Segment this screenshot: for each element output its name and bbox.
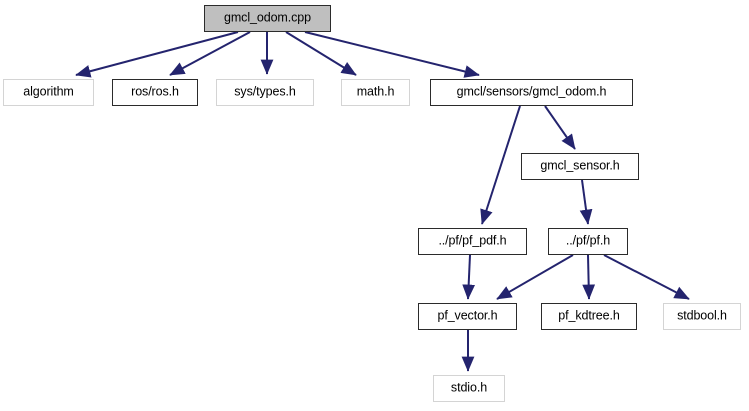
graph-node-sys-types-h[interactable]: sys/types.h (216, 79, 314, 106)
graph-node-label: ../pf/pf.h (565, 233, 611, 248)
graph-node-algorithm[interactable]: algorithm (3, 79, 94, 106)
graph-node-label: gmcl_sensor.h (540, 158, 620, 173)
graph-edge-gmcl-odom-cpp-to-math-h (285, 31, 357, 76)
graph-edge-pf-pdf-h-to-pf-vector-h (462, 254, 476, 300)
graph-edge-pf-h-to-stdbool-h (603, 254, 690, 300)
graph-node-label: sys/types.h (234, 84, 296, 99)
graph-node-stdbool-h[interactable]: stdbool.h (663, 303, 741, 330)
graph-edge-gmcl-sensors-odom-h-to-pf-pdf-h (480, 105, 521, 225)
graph-edge-pf-h-to-pf-vector-h (496, 254, 574, 300)
graph-edge-pf-h-to-pf-kdtree-h (582, 254, 596, 300)
graph-node-pf-kdtree-h[interactable]: pf_kdtree.h (541, 303, 637, 330)
graph-edge-gmcl-sensors-odom-h-to-gmcl-sensor-h (544, 105, 576, 150)
graph-edge-gmcl-odom-cpp-to-algorithm (75, 31, 239, 78)
graph-node-label: gmcl/sensors/gmcl_odom.h (456, 84, 607, 99)
graph-node-gmcl-sensors-odom-h[interactable]: gmcl/sensors/gmcl_odom.h (430, 79, 633, 106)
graph-edge-gmcl-sensor-h-to-pf-h (579, 179, 593, 225)
graph-node-gmcl-sensor-h[interactable]: gmcl_sensor.h (521, 153, 639, 180)
graph-node-pf-pdf-h[interactable]: ../pf/pf_pdf.h (418, 228, 527, 255)
graph-edge-gmcl-odom-cpp-to-gmcl-sensors-odom-h (304, 31, 480, 78)
graph-node-label: stdio.h (450, 380, 488, 395)
graph-node-label: math.h (356, 84, 395, 99)
graph-node-gmcl-odom-cpp[interactable]: gmcl_odom.cpp (204, 5, 331, 32)
graph-node-math-h[interactable]: math.h (341, 79, 410, 106)
graph-edge-gmcl-odom-cpp-to-ros-ros-h (169, 31, 251, 76)
graph-node-stdio-h[interactable]: stdio.h (433, 375, 505, 402)
graph-node-label: ../pf/pf_pdf.h (438, 233, 507, 248)
graph-node-label: algorithm (23, 84, 74, 99)
graph-node-label: pf_vector.h (437, 308, 498, 323)
graph-node-label: stdbool.h (677, 308, 727, 323)
graph-node-pf-h[interactable]: ../pf/pf.h (548, 228, 628, 255)
graph-node-pf-vector-h[interactable]: pf_vector.h (418, 303, 517, 330)
graph-node-label: pf_kdtree.h (558, 308, 620, 323)
graph-node-label: gmcl_odom.cpp (224, 10, 311, 25)
graph-node-label: ros/ros.h (131, 84, 179, 99)
graph-node-ros-ros-h[interactable]: ros/ros.h (112, 79, 198, 106)
